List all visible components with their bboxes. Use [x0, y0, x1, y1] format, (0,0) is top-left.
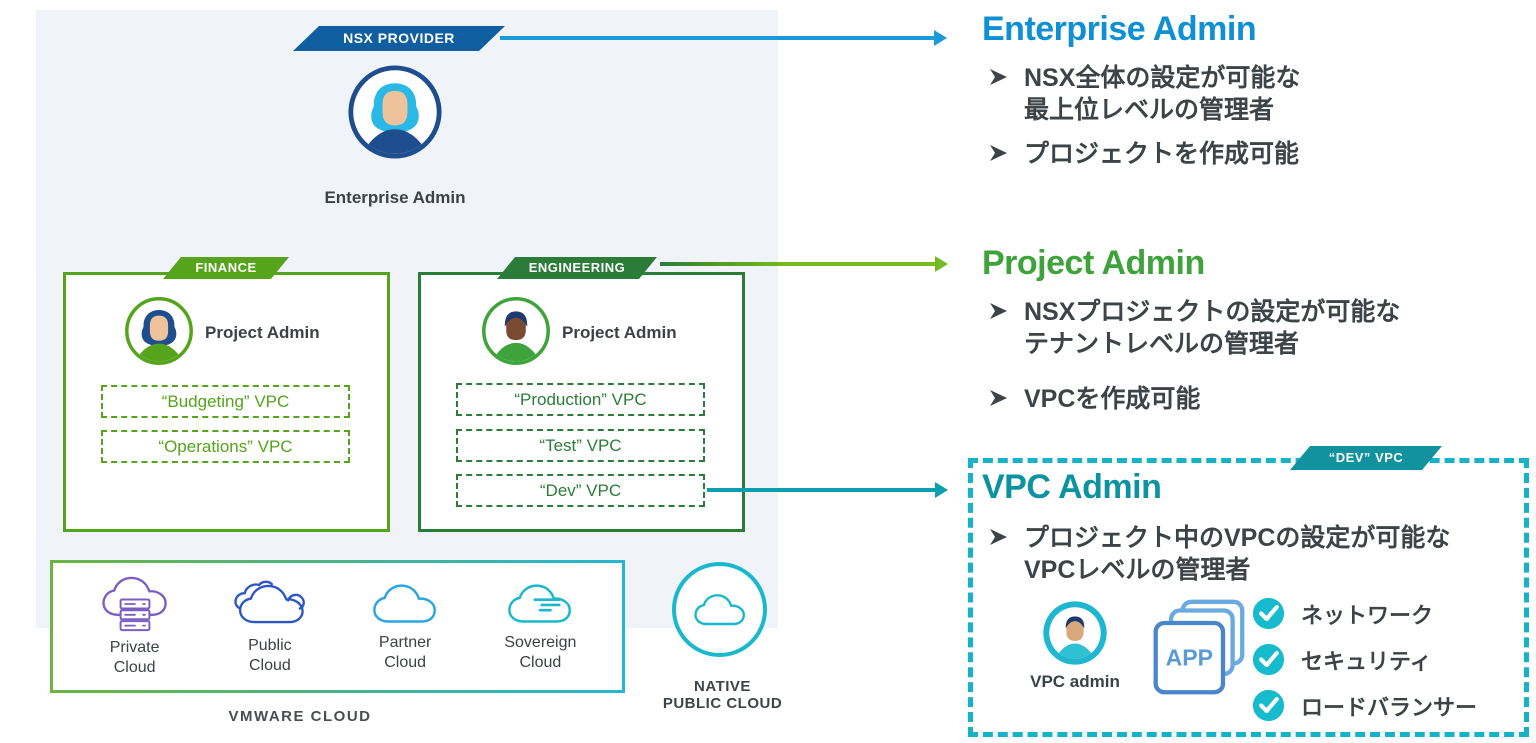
- capability-security: セキュリティ: [1252, 643, 1432, 676]
- native-public-cloud-icon: [693, 593, 745, 625]
- private-cloud-label: Private Cloud: [109, 639, 160, 676]
- sovereign-cloud-item: Sovereign Cloud: [480, 580, 600, 673]
- partner-cloud-label: Partner Cloud: [378, 634, 432, 671]
- enterprise-bullet-1-text: NSX全体の設定が可能な 最上位レベルの管理者: [1024, 64, 1301, 124]
- engineering-project-admin-avatar: [481, 296, 551, 366]
- enterprise-admin-arrow: [500, 30, 947, 46]
- check-icon: [1252, 643, 1285, 676]
- vpc-admin-arrow: [707, 482, 948, 498]
- chevron-bullet-icon: [990, 303, 1007, 319]
- test-vpc-box: “Test” VPC: [456, 429, 705, 462]
- woman-avatar-icon: [125, 297, 193, 365]
- app-stack-icon: APP: [1148, 598, 1248, 698]
- enterprise-admin-avatar: [347, 64, 443, 160]
- public-cloud-icon: [234, 580, 305, 624]
- public-cloud-item: Public Cloud: [210, 577, 330, 676]
- vpc-admin-box: [968, 458, 1529, 737]
- man-avatar-icon: [1043, 601, 1107, 665]
- private-cloud-icon: [101, 576, 167, 632]
- native-public-cloud-label: NATIVE PUBLIC CLOUD: [662, 678, 783, 712]
- vmware-cloud-caption: VMWARE CLOUD: [228, 708, 372, 725]
- public-cloud-label: Public Cloud: [248, 637, 292, 674]
- capability-network-label: ネットワーク: [1301, 602, 1434, 628]
- project-bullet-2-text: VPCを作成可能: [1024, 385, 1201, 413]
- enterprise-bullet-1: NSX全体の設定が可能な 最上位レベルの管理者: [990, 62, 1300, 126]
- private-cloud-item: Private Cloud: [75, 575, 195, 678]
- capability-network: ネットワーク: [1252, 597, 1433, 630]
- enterprise-admin-title: Enterprise Admin: [982, 10, 1257, 48]
- enterprise-bullet-2-text: プロジェクトを作成可能: [1024, 140, 1300, 168]
- production-vpc-box: “Production” VPC: [456, 383, 705, 416]
- enterprise-bullet-2: プロジェクトを作成可能: [990, 138, 1299, 170]
- chevron-bullet-icon: [990, 69, 1007, 85]
- operations-vpc-box: “Operations” VPC: [101, 430, 350, 463]
- finance-admin-label: Project Admin: [205, 323, 320, 342]
- finance-project-admin-avatar: [124, 296, 194, 366]
- vpc-admin-avatar: [1042, 600, 1108, 666]
- project-admin-arrow: [660, 256, 948, 272]
- dev-vpc-banner: “DEV” VPC: [1290, 446, 1442, 470]
- sovereign-cloud-label: Sovereign Cloud: [504, 634, 577, 671]
- budgeting-vpc-box: “Budgeting” VPC: [101, 385, 350, 418]
- vpc-bullet-1-text: プロジェクト中のVPCの設定が可能な VPCレベルの管理者: [1024, 524, 1451, 584]
- project-bullet-2: VPCを作成可能: [990, 383, 1200, 415]
- chevron-bullet-icon: [990, 145, 1007, 161]
- woman-avatar-icon: [348, 65, 442, 159]
- chevron-bullet-icon: [990, 529, 1007, 545]
- man-avatar-icon: [482, 297, 550, 365]
- vpc-bullet-1: プロジェクト中のVPCの設定が可能な VPCレベルの管理者: [990, 522, 1450, 586]
- chevron-bullet-icon: [990, 390, 1007, 406]
- engineering-banner: ENGINEERING: [497, 257, 657, 279]
- check-icon: [1252, 689, 1285, 722]
- vpc-admin-avatar-label: VPC admin: [1030, 672, 1120, 691]
- svg-text:APP: APP: [1166, 644, 1213, 670]
- engineering-admin-label: Project Admin: [562, 323, 677, 342]
- dev-vpc-box: “Dev” VPC: [456, 474, 705, 507]
- partner-cloud-icon: [373, 584, 437, 623]
- vmware-cloud-box-inner: Private Cloud Public Cloud Partner Cloud: [53, 563, 622, 690]
- vpc-admin-title: VPC Admin: [982, 468, 1162, 506]
- enterprise-admin-label: Enterprise Admin: [324, 188, 466, 207]
- partner-cloud-item: Partner Cloud: [345, 580, 465, 673]
- project-bullet-1: NSXプロジェクトの設定が可能な テナントレベルの管理者: [990, 296, 1400, 360]
- check-icon: [1252, 597, 1285, 630]
- app-stack-icon-svg: APP: [1153, 599, 1245, 695]
- vmware-cloud-box: Private Cloud Public Cloud Partner Cloud: [50, 560, 625, 693]
- capability-loadbalancer: ロードバランサー: [1252, 689, 1477, 722]
- capability-loadbalancer-label: ロードバランサー: [1301, 694, 1478, 720]
- native-public-cloud-circle: [672, 562, 767, 657]
- project-admin-title: Project Admin: [982, 244, 1205, 282]
- project-bullet-1-text: NSXプロジェクトの設定が可能な テナントレベルの管理者: [1024, 298, 1401, 358]
- sovereign-cloud-icon: [508, 584, 572, 623]
- capability-security-label: セキュリティ: [1301, 648, 1432, 674]
- nsx-provider-banner: NSX PROVIDER: [293, 26, 505, 51]
- finance-banner: FINANCE: [163, 257, 289, 279]
